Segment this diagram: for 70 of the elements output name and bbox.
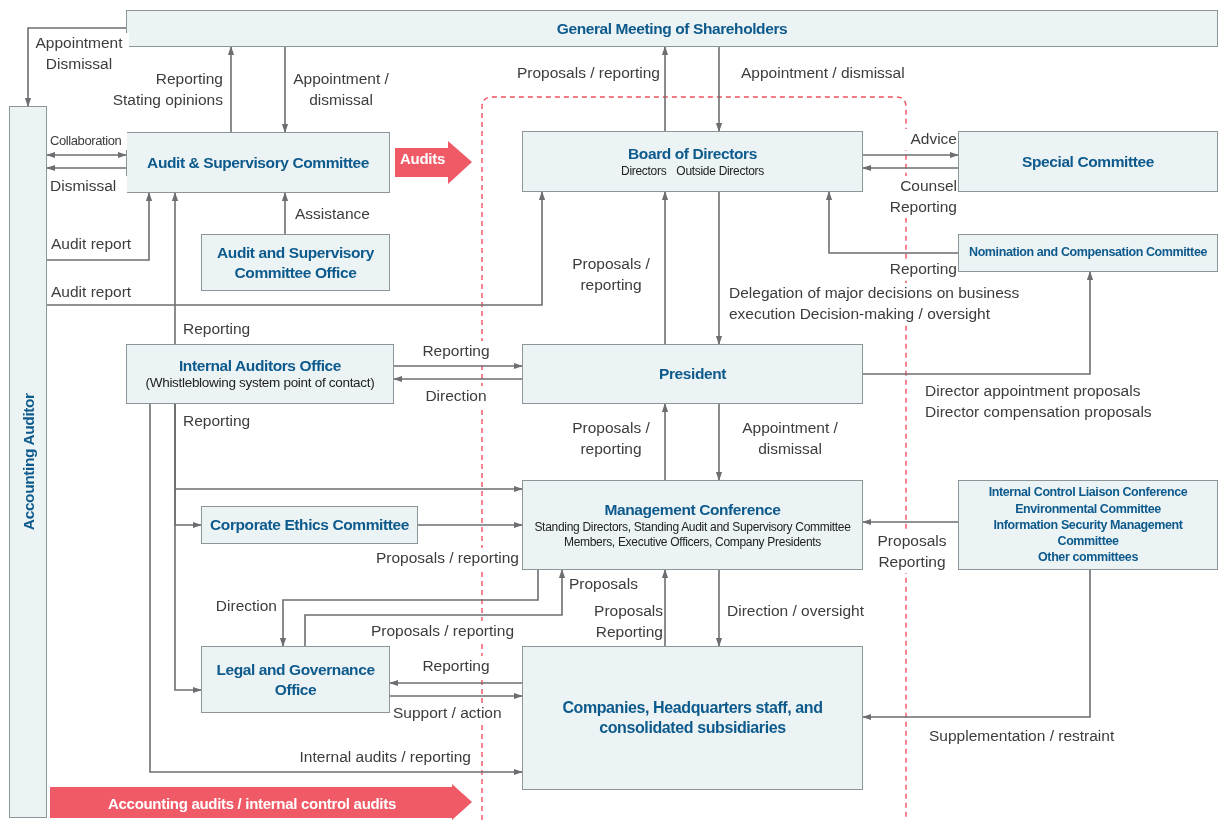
arrow xyxy=(661,191,669,345)
box-title: Board of Directors xyxy=(628,144,757,164)
org-box xyxy=(201,234,390,291)
arrow xyxy=(862,569,1091,721)
arrow xyxy=(417,521,523,529)
org-box xyxy=(522,344,863,404)
org-box xyxy=(958,480,1218,570)
arrow xyxy=(862,164,959,172)
box-title: Accounting Auditor xyxy=(18,393,38,531)
arrow xyxy=(227,46,235,133)
org-box xyxy=(126,344,394,404)
arrow xyxy=(393,375,523,383)
box-subtitle: (Whistleblowing system point of contact) xyxy=(145,375,375,393)
arrow xyxy=(715,569,723,647)
arrow xyxy=(149,403,523,776)
arrow xyxy=(24,27,127,107)
arrow xyxy=(281,192,289,235)
arrow xyxy=(304,569,566,647)
org-box xyxy=(201,646,390,713)
box-title: Corporate Ethics Committee xyxy=(210,515,409,535)
arrow-label: Accounting audits / internal control audits xyxy=(107,795,397,812)
arrow xyxy=(715,191,723,345)
box-title: Other committees xyxy=(1038,549,1138,566)
arrow xyxy=(715,403,723,481)
box-title: Internal Auditors Office xyxy=(178,355,342,376)
box-subtitle: Directors xyxy=(621,163,667,179)
box-subtitle: Standing Directors, Standing Audit and Supervisory Committee Members, Executive Officers, Company Presidents xyxy=(533,519,852,550)
arrow xyxy=(389,692,523,700)
arrow xyxy=(389,679,523,687)
arrow xyxy=(862,151,959,159)
arrow xyxy=(46,164,127,172)
arrow xyxy=(174,403,202,694)
arrow xyxy=(661,46,669,132)
org-box xyxy=(522,646,863,790)
box-title: Management Conference xyxy=(604,500,781,520)
org-box xyxy=(201,506,418,544)
box-title: Audit and Supervisory Committee Office xyxy=(216,243,375,282)
box-title: Special Committee xyxy=(1022,151,1154,172)
box-subtitle: Outside Directors xyxy=(676,163,764,179)
org-box xyxy=(522,480,863,570)
box-title: Legal and Governance Office xyxy=(215,660,376,699)
box-title: Information Security Management Committee xyxy=(992,516,1184,550)
arrow xyxy=(862,518,959,526)
arrow xyxy=(862,271,1094,375)
arrow xyxy=(281,46,289,133)
arrow xyxy=(661,403,669,481)
org-box xyxy=(126,132,390,193)
arrow xyxy=(393,362,523,370)
box-title: Companies, Headquarters staff, and consolidated subsidiaries xyxy=(561,698,824,738)
box-title: Internal Control Liaison Conference xyxy=(988,484,1188,501)
box-title: Audit & Supervisory Committee xyxy=(147,152,369,173)
box-title: Environmental Committee xyxy=(1015,500,1161,517)
box-title: Nomination and Compensation Committee xyxy=(969,245,1207,261)
arrow xyxy=(46,191,546,306)
arrow-label: Audits xyxy=(399,150,446,167)
org-box xyxy=(522,131,863,192)
arrow xyxy=(46,192,153,261)
box-title: President xyxy=(658,364,726,384)
arrow xyxy=(46,151,127,159)
arrow xyxy=(661,569,669,647)
edge-label: Collaboration xyxy=(49,132,127,150)
vertical-band xyxy=(9,106,47,818)
arrow xyxy=(715,46,723,132)
arrow xyxy=(825,191,959,254)
arrow xyxy=(171,192,179,345)
org-box xyxy=(958,131,1218,192)
org-box xyxy=(126,10,1218,47)
arrow xyxy=(279,569,539,647)
org-box xyxy=(958,234,1218,272)
box-title: General Meeting of Shareholders xyxy=(556,18,788,39)
